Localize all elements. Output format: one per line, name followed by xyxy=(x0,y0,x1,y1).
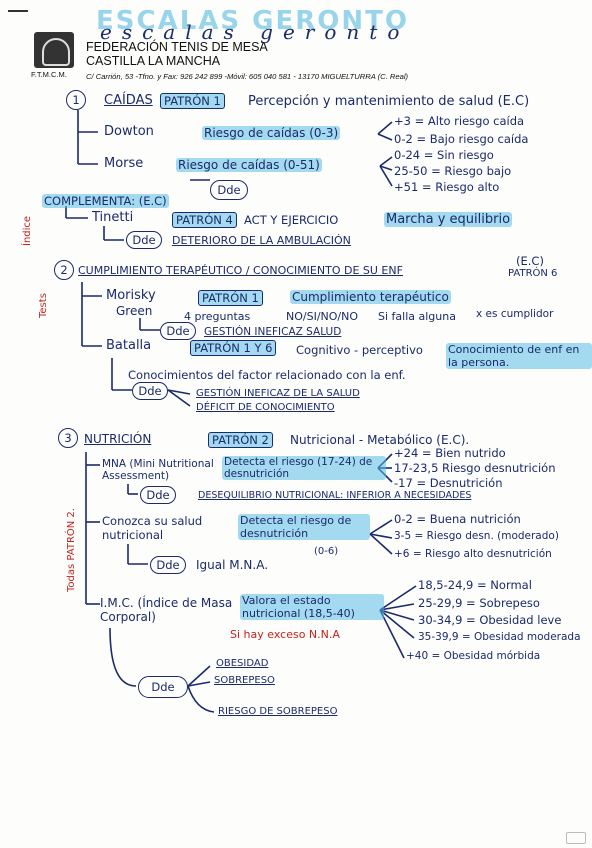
tinetti-dde: Dde xyxy=(126,231,162,249)
org-address: C/ Carrión, 53 -Tfno. y Fax: 926 242 899… xyxy=(86,72,409,81)
section-3-patron: PATRÓN 2 xyxy=(208,432,273,448)
tinetti-label: Tinetti xyxy=(92,210,134,225)
morisky-patron: PATRÓN 1 xyxy=(198,290,263,306)
morisky-result: Cumplimiento terapéutico xyxy=(290,290,451,304)
imc-result-3: 30-34,9 = Obesidad leve xyxy=(418,613,562,627)
conozca-dde: Dde xyxy=(150,556,186,574)
conozca-result-3: +6 = Riesgo alto desnutrición xyxy=(394,548,552,560)
todas-patron-label: Todas PATRÓN 2. xyxy=(66,508,77,592)
document-title: ESCALAS GERONTO xyxy=(96,6,409,36)
morse-result-2: 25-50 = Riesgo bajo xyxy=(394,164,512,178)
no-cumplidor-text: x es cumplidor xyxy=(476,308,554,320)
indice-label: Índice xyxy=(22,215,33,246)
tinetti-patron: PATRÓN 4 xyxy=(172,212,237,228)
section-2-ec: (E.C) xyxy=(516,254,544,268)
tests-label: Tests xyxy=(38,293,49,318)
imc-dde-text-3: RIESGO DE SOBREPESO xyxy=(218,706,338,717)
tinetti-desc: ACT Y EJERCICIO xyxy=(244,213,339,227)
section-2-patron-right: PATRÓN 6 xyxy=(508,268,558,279)
morse-desc: Riesgo de caídas (0-51) xyxy=(176,158,322,172)
conozca-result-2: 3-5 = Riesgo desn. (moderado) xyxy=(394,530,559,542)
conozca-dde-text: Igual M.N.A. xyxy=(196,558,269,572)
batalla-dde-text-2: DÉFICIT DE CONOCIMIENTO xyxy=(196,402,335,413)
federation-logo xyxy=(34,32,74,68)
mna-result-1: +24 = Bien nutrido xyxy=(394,446,506,460)
morse-result-1: 0-24 = Sin riesgo xyxy=(394,148,494,162)
mna-dde: Dde xyxy=(140,486,176,504)
section-1-dde: Dde xyxy=(210,180,248,200)
conozca-desc: Detecta el riesgo de desnutrición xyxy=(238,514,370,540)
batalla-desc: Cognitivo - perceptivo xyxy=(296,343,423,357)
imc-result-4: 35-39,9 = Obesidad moderada xyxy=(418,631,581,643)
imc-note: Si hay exceso N.N.A xyxy=(230,628,340,641)
morse-label: Morse xyxy=(104,156,144,171)
imc-result-5: +40 = Obesidad mórbida xyxy=(406,650,541,662)
conozca-result-1: 0-2 = Buena nutrición xyxy=(394,512,521,526)
morisky-dde-text: GESTIÓN INEFICAZ SALUD xyxy=(204,326,342,338)
morse-result-3: +51 = Riesgo alto xyxy=(394,180,500,194)
batalla-result: Conocimiento de enf en la persona. xyxy=(446,343,592,369)
imc-result-2: 25-29,9 = Sobrepeso xyxy=(418,596,540,610)
batalla-label: Batalla xyxy=(106,338,152,353)
downton-result-2: 0-2 = Bajo riesgo caída xyxy=(394,132,529,146)
section-2-number: 2 xyxy=(54,260,74,280)
complementa-label: COMPLEMENTA: (E.C) xyxy=(42,194,169,208)
batalla-patron: PATRÓN 1 Y 6 xyxy=(190,340,277,356)
imc-dde: Dde xyxy=(138,676,188,698)
downton-label: Dowton xyxy=(104,124,154,139)
corner-mark xyxy=(8,10,28,12)
mna-result-3: -17 = Desnutrición xyxy=(394,476,503,490)
mna-dde-text: DESEQUILIBRIO NUTRICIONAL: INFERIOR A NE… xyxy=(198,490,472,501)
morisky-dde: Dde xyxy=(160,322,196,340)
imc-desc: Valora el estado nutricional (18,5-40) xyxy=(240,594,384,620)
mna-desc: Detecta el riesgo (17-24) de desnutrició… xyxy=(222,456,386,480)
imc-label: I.M.C. (Índice de Masa Corporal) xyxy=(100,596,233,624)
mna-label: MNA (Mini Nutritional Assessment) xyxy=(102,458,214,482)
morisky-options: NO/SI/NO/NO xyxy=(286,310,359,323)
batalla-dde-text-1: GESTIÓN INEFICAZ DE LA SALUD xyxy=(196,388,360,399)
org-name-line2: CASTILLA LA MANCHA xyxy=(86,54,221,68)
morisky-preguntas: 4 preguntas xyxy=(184,310,251,323)
si-falla-text: Si falla alguna xyxy=(378,310,456,323)
conozca-label: Conozca su salud nutricional xyxy=(102,514,203,542)
conozca-range: (0-6) xyxy=(314,546,339,557)
section-1-desc: Percepción y mantenimiento de salud (E.C… xyxy=(248,94,530,109)
mna-result-2: 17-23,5 Riesgo desnutrición xyxy=(394,461,556,475)
section-1-number: 1 xyxy=(66,90,86,110)
tinetti-dde-text: DETERIORO DE LA AMBULACIÓN xyxy=(172,234,351,247)
morisky-label: Morisky xyxy=(106,288,156,303)
section-3-desc: Nutricional - Metabólico (E.C). xyxy=(290,433,470,447)
conocimientos-text: Conocimientos del factor relacionado con… xyxy=(128,368,406,382)
section-2-title: CUMPLIMIENTO TERAPÉUTICO / CONOCIMIENTO … xyxy=(78,264,403,277)
imc-result-1: 18,5-24,9 = Normal xyxy=(418,578,532,592)
downton-result-1: +3 = Alto riesgo caída xyxy=(394,114,525,128)
section-1-patron: PATRÓN 1 xyxy=(160,93,225,109)
green-label: Green xyxy=(116,304,153,318)
section-3-number: 3 xyxy=(58,428,78,448)
imc-dde-text-1: OBESIDAD xyxy=(216,658,269,669)
downton-desc: Riesgo de caídas (0-3) xyxy=(202,126,341,140)
tinetti-result: Marcha y equilibrio xyxy=(384,212,513,227)
section-3-title: NUTRICIÓN xyxy=(84,432,152,446)
batalla-dde: Dde xyxy=(132,382,168,400)
document-title-script: escalas geronto xyxy=(100,20,410,44)
logo-caption: F.T.M.C.M. xyxy=(31,70,67,79)
section-1-title: CAÍDAS xyxy=(104,93,153,108)
imc-dde-text-2: SOBREPESO xyxy=(214,675,275,686)
org-name-line1: FEDERACIÓN TENIS DE MESA xyxy=(86,40,268,54)
scanner-watermark xyxy=(566,832,586,844)
